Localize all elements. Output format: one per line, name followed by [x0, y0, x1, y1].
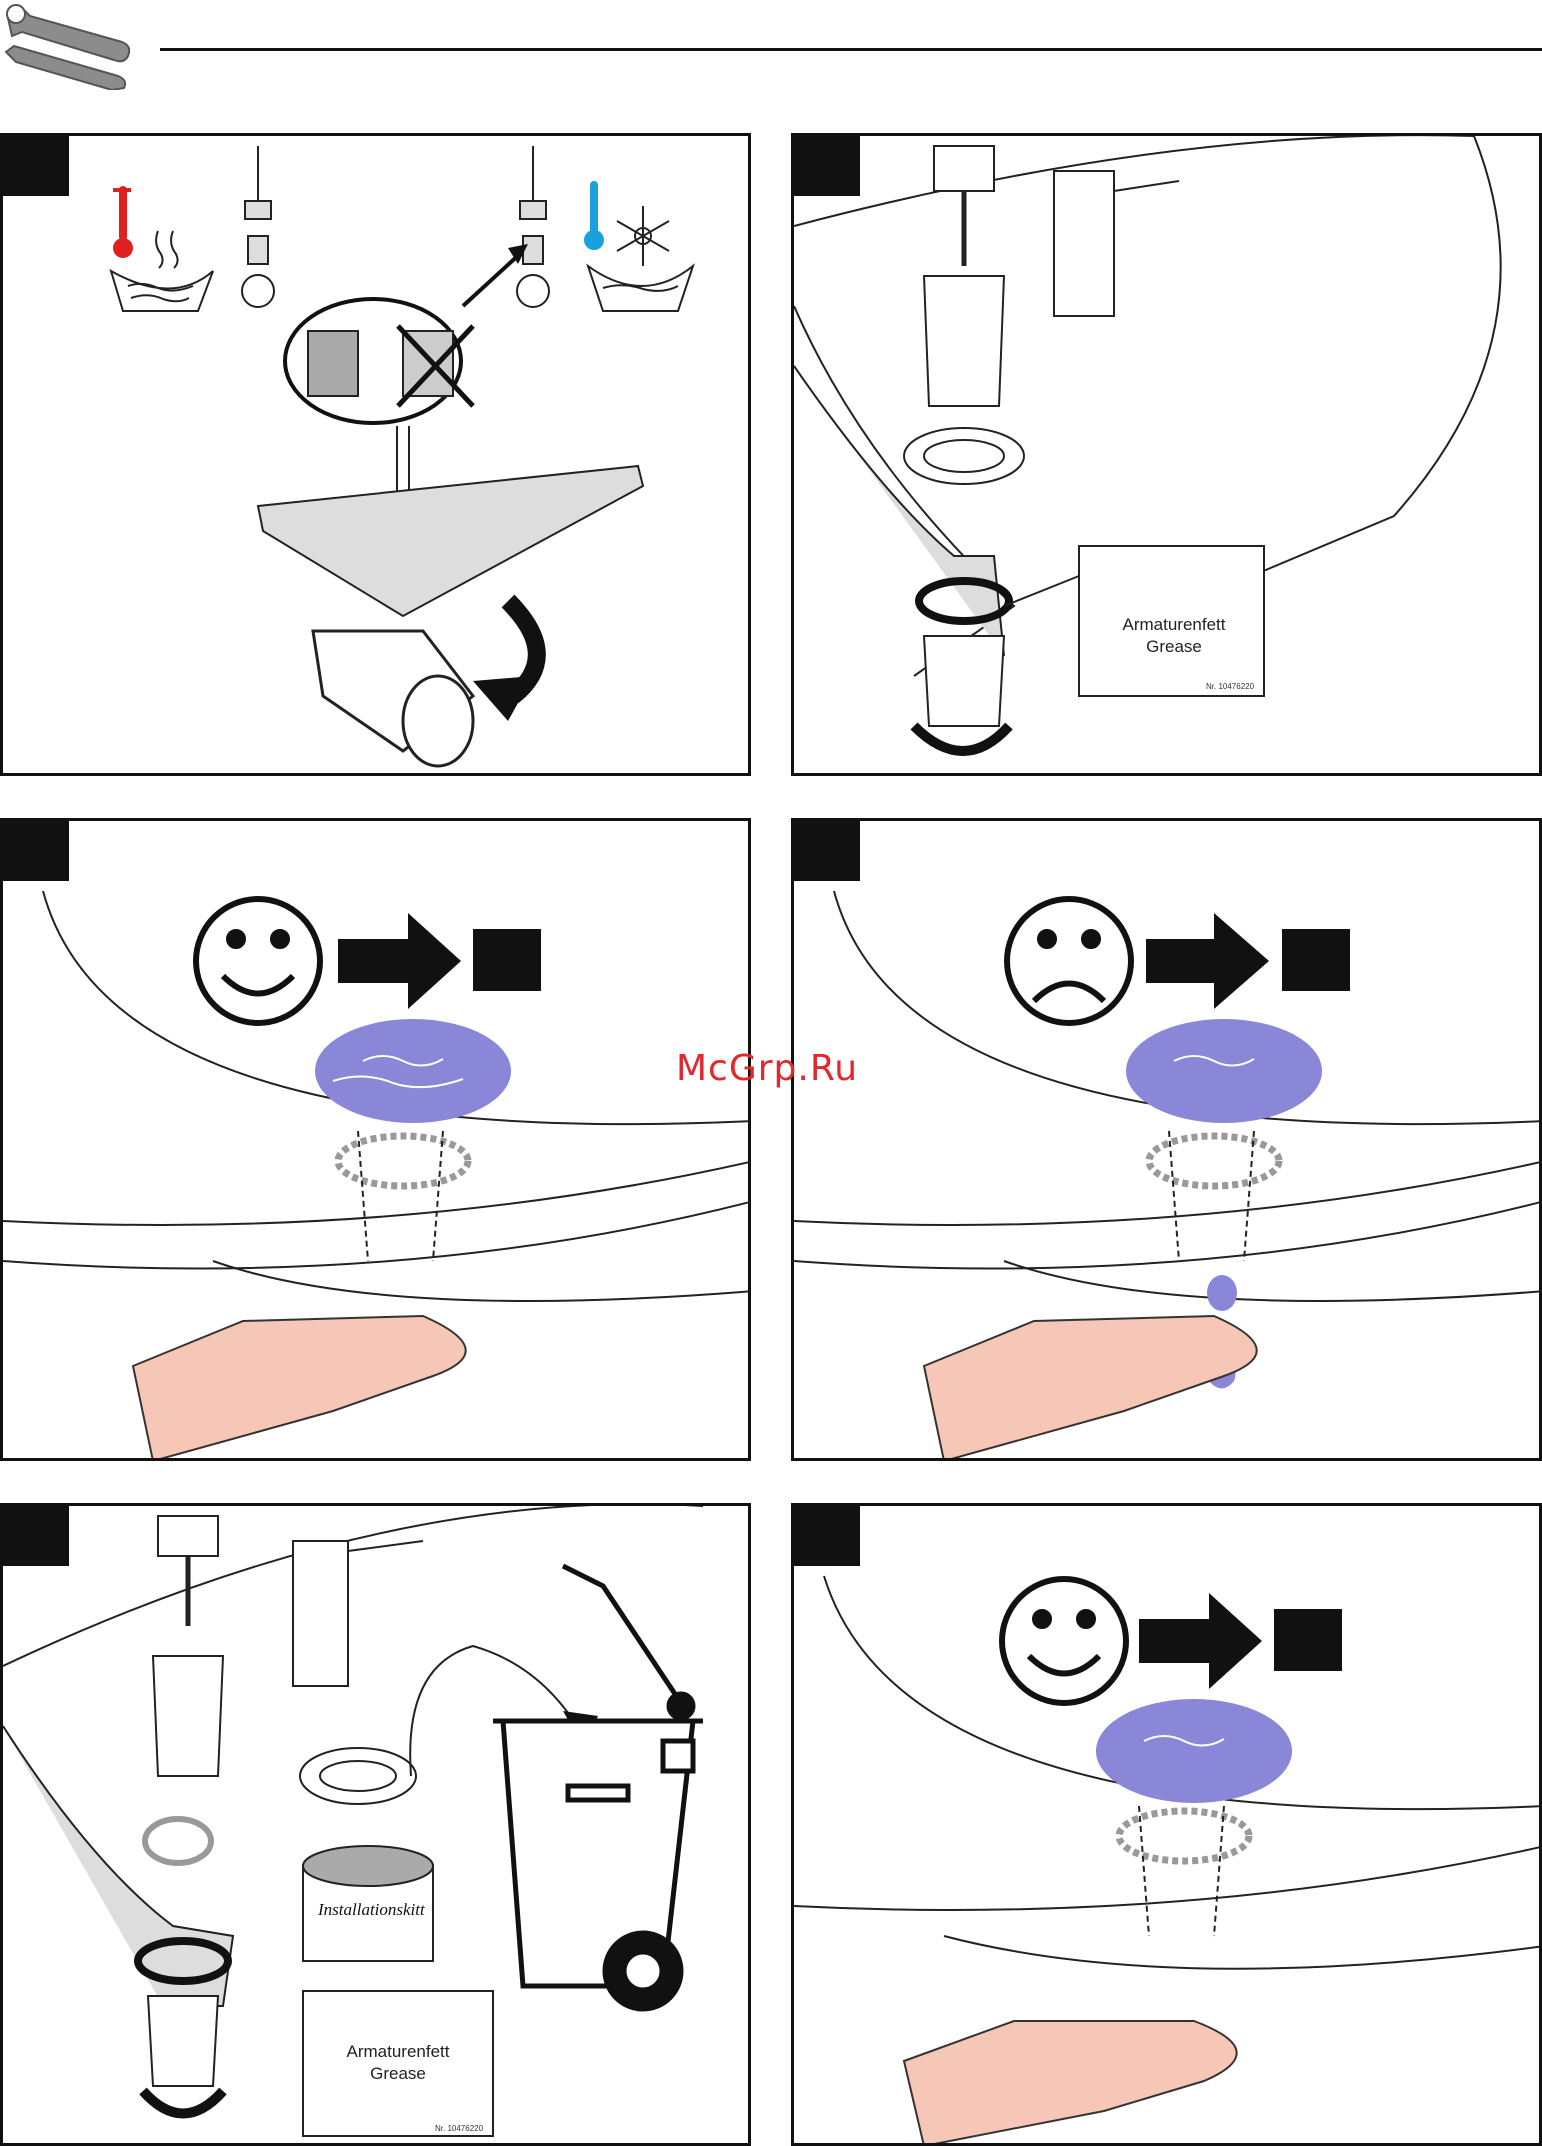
step-panel-6: [791, 1503, 1542, 2146]
step-panel-1: [0, 133, 751, 776]
grease-label-line2: Grease: [1084, 636, 1264, 658]
thermometer-hot-icon: [113, 186, 133, 258]
kitt-label: Installationskitt: [318, 1900, 425, 1920]
step-panel-5: Installationskitt Armaturenfett Grease N…: [0, 1503, 751, 2146]
header-rule: [160, 48, 1542, 51]
step-panel-2: Armaturenfett Grease Nr. 10476220: [791, 133, 1542, 776]
grease-label-line1: Armaturenfett: [1084, 614, 1264, 636]
grease-label-line2: Grease: [308, 2063, 488, 2085]
thermometer-cold-icon: [584, 181, 604, 250]
wrench-screwdriver-icon: [0, 0, 140, 90]
part-number: Nr. 10476220: [435, 2124, 483, 2133]
grease-label-line1: Armaturenfett: [308, 2041, 488, 2063]
smiley-sad-icon: [1007, 899, 1131, 1023]
snowflake-icon: [617, 206, 669, 266]
step-panel-4: [791, 818, 1542, 1461]
smiley-happy-icon: [196, 899, 320, 1023]
arrow-right-icon: [338, 913, 461, 1009]
arrow-right-icon: [1146, 913, 1269, 1009]
step-panel-3: [0, 818, 751, 1461]
watermark: McGrp.Ru: [676, 1048, 858, 1089]
part-number: Nr. 10476220: [1206, 682, 1254, 691]
arrow-right-icon: [1139, 1593, 1262, 1689]
smiley-happy-icon: [1002, 1579, 1126, 1703]
trash-bin-icon: [493, 1566, 703, 2009]
